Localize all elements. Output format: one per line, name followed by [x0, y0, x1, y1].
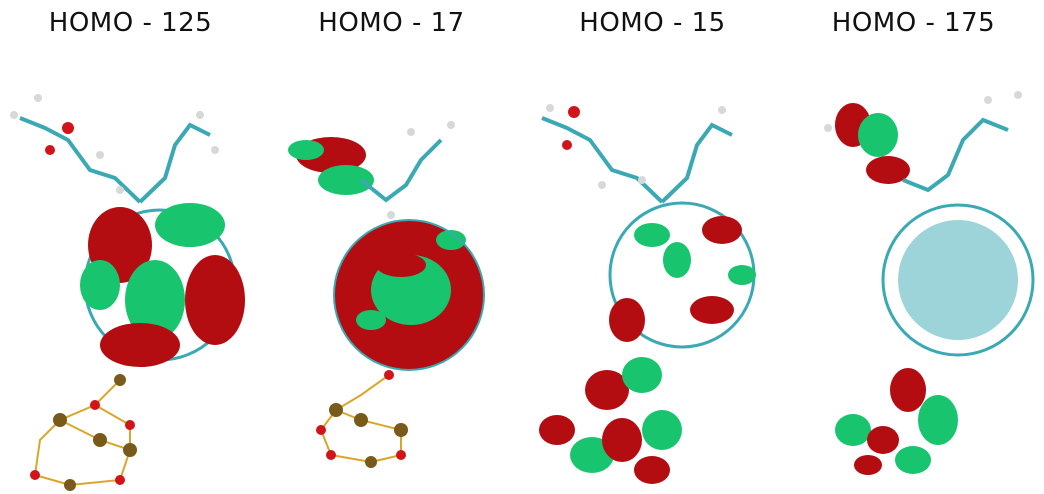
hydrogen-atoms [824, 91, 1022, 132]
oxygen-atoms [45, 122, 74, 155]
orbital-lobes-chain [288, 137, 374, 195]
panel-title: HOMO - 15 [579, 8, 726, 38]
hydrogen-atoms [546, 104, 726, 189]
panel-title: HOMO - 17 [318, 8, 465, 38]
metal-oxygen-atoms [30, 400, 135, 485]
orbital-structure [10, 94, 245, 491]
hydrogen-atoms [387, 121, 455, 219]
panel-homo-175: HOMO - 175 [783, 0, 1044, 494]
panel-homo-17: HOMO - 17 [261, 0, 522, 494]
orbital-structure [824, 91, 1035, 475]
fullerene-mesh [898, 220, 1018, 340]
fullerene-outline [333, 219, 485, 371]
carbon-chain [541, 116, 733, 204]
orbital-lobes-cluster [835, 368, 958, 475]
metal-bonds [33, 379, 132, 487]
panel-title: HOMO - 125 [48, 8, 213, 38]
orbital-lobes-cluster [539, 357, 682, 484]
metal-bonds [319, 374, 402, 464]
panel-title: HOMO - 175 [831, 8, 996, 38]
orbital-lobes [80, 203, 245, 367]
orbital-lobes [609, 216, 756, 342]
carbon-chain [359, 138, 443, 203]
panel-homo-15: HOMO - 15 [522, 0, 783, 494]
orbital-structure [539, 104, 756, 484]
carbon-chain [902, 117, 1009, 193]
orbital-structure [288, 121, 485, 468]
hydrogen-atoms [10, 94, 219, 194]
metal-atoms [53, 374, 137, 491]
orbital-lobes [356, 230, 466, 330]
panel-homo-125: HOMO - 125 [0, 0, 261, 494]
metal-atoms [329, 403, 408, 468]
orbital-lobes-chain [835, 103, 910, 184]
metal-oxygen-atoms [316, 370, 406, 460]
carbon-chain [19, 116, 211, 204]
oxygen-atoms [562, 106, 580, 150]
fullerene-cage [881, 203, 1035, 357]
